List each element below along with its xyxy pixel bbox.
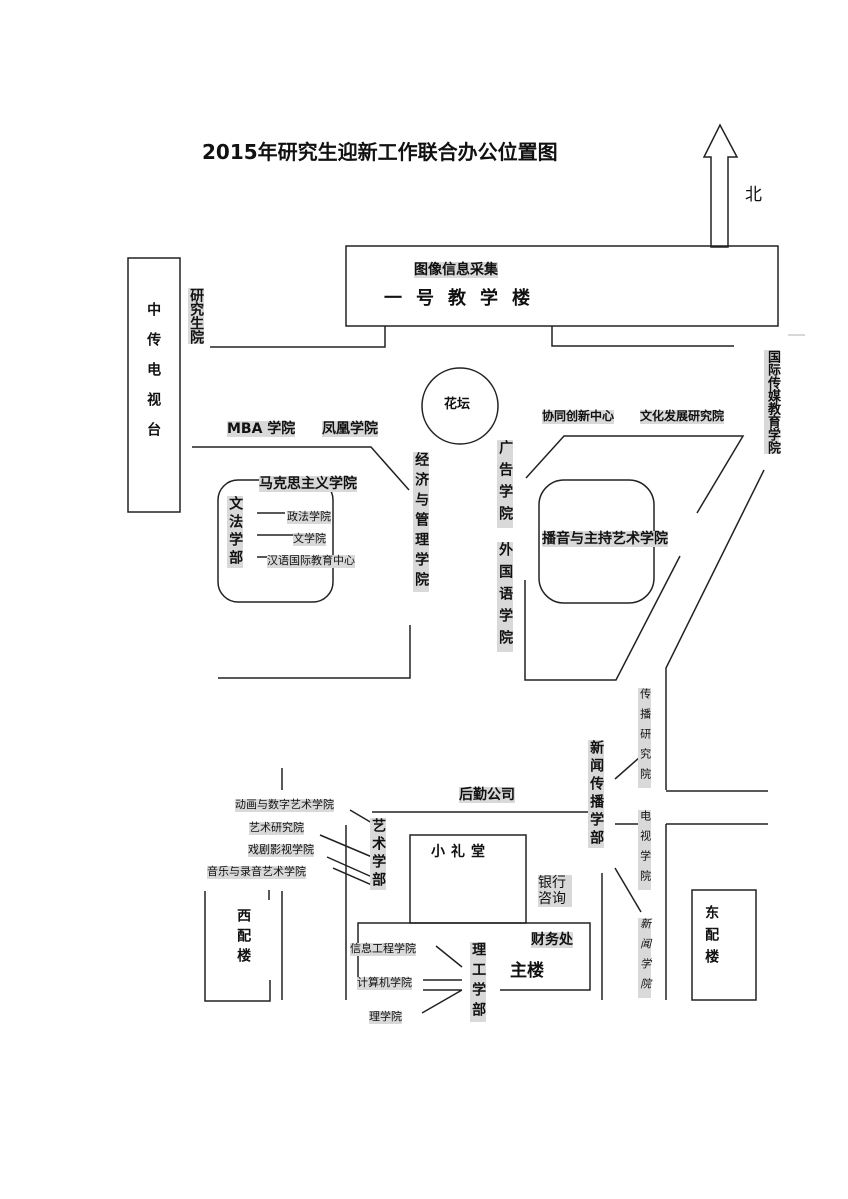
flowerbed-label: 花坛 [444, 397, 471, 412]
phoenix-label: 凤凰学院 [322, 421, 378, 438]
comm-research-label: 传播研究院 [638, 688, 652, 788]
teaching-building-1-label: 一号教学楼 [384, 288, 544, 309]
connector [614, 756, 642, 913]
advertising-label: 广告学院 [497, 440, 514, 528]
west-annex-shape [204, 891, 271, 1002]
sci-eng-div-label: 理工学部 [470, 942, 487, 1022]
west-annex-label: 西配楼 [235, 908, 252, 968]
mba-label: MBA 学院 [227, 421, 296, 438]
culture-dev-label: 文化发展研究院 [640, 409, 725, 424]
road [551, 326, 734, 347]
drama-film-label: 戏剧影视学院 [248, 843, 314, 857]
image-collection-label: 图像信息采集 [414, 262, 498, 279]
east-annex-label: 东配楼 [703, 905, 720, 971]
road [525, 435, 745, 514]
econ-mgmt-label: 经济与管理学院 [413, 452, 430, 592]
foreign-lang-label: 外国语学院 [497, 542, 514, 652]
chinese-intl-label: 汉语国际教育中心 [267, 554, 355, 568]
small-hall-label: 小礼堂 [431, 844, 491, 860]
north-label: 北 [745, 185, 762, 205]
teaching-building-1 [345, 245, 779, 327]
literature-label: 文学院 [293, 532, 326, 546]
journalism-school-label: 新闻学院 [638, 918, 652, 998]
road [268, 825, 347, 1000]
road [524, 555, 681, 681]
finance-label: 财务处 [531, 932, 573, 949]
music-recording-label: 音乐与录音艺术学院 [207, 865, 306, 879]
cctv-label: 中传电视台 [145, 302, 162, 452]
animation-label: 动画与数字艺术学院 [235, 798, 334, 812]
journalism-comm-label: 新闻传播学部 [588, 740, 605, 848]
info-eng-label: 信息工程学院 [350, 942, 416, 956]
road [665, 790, 768, 1000]
tv-school-label: 电视学院 [638, 810, 652, 890]
arts-div-label: 艺术学部 [370, 818, 387, 890]
broadcasting-label: 播音与主持艺术学院 [542, 531, 668, 548]
art-research-label: 艺术研究院 [249, 821, 304, 835]
road [210, 326, 386, 348]
bank-label: 银行咨询 [538, 875, 572, 908]
connector [421, 945, 463, 1014]
science-label: 理学院 [369, 1010, 402, 1024]
page-title: 2015年研究生迎新工作联合办公位置图 [202, 140, 558, 164]
flowerbed-shape [421, 367, 499, 445]
road [665, 469, 765, 790]
graduate-school-label: 研究生院 [188, 288, 205, 344]
marxism-label: 马克思主义学院 [259, 476, 357, 493]
liberal-law-label: 文法学部 [227, 496, 244, 568]
north-arrow-icon [702, 123, 739, 248]
main-building-label: 主楼 [510, 961, 544, 981]
cctv-building [127, 257, 181, 513]
road [218, 625, 411, 679]
computer-label: 计算机学院 [357, 976, 412, 990]
road [192, 446, 410, 491]
logistics-label: 后勤公司 [459, 787, 515, 804]
intl-media-label: 国际传媒教育学院 [764, 350, 780, 454]
politics-law-label: 政法学院 [287, 510, 331, 524]
road [281, 768, 590, 813]
east-annex-shape [691, 889, 757, 1001]
collab-innov-label: 协同创新中心 [542, 409, 615, 424]
